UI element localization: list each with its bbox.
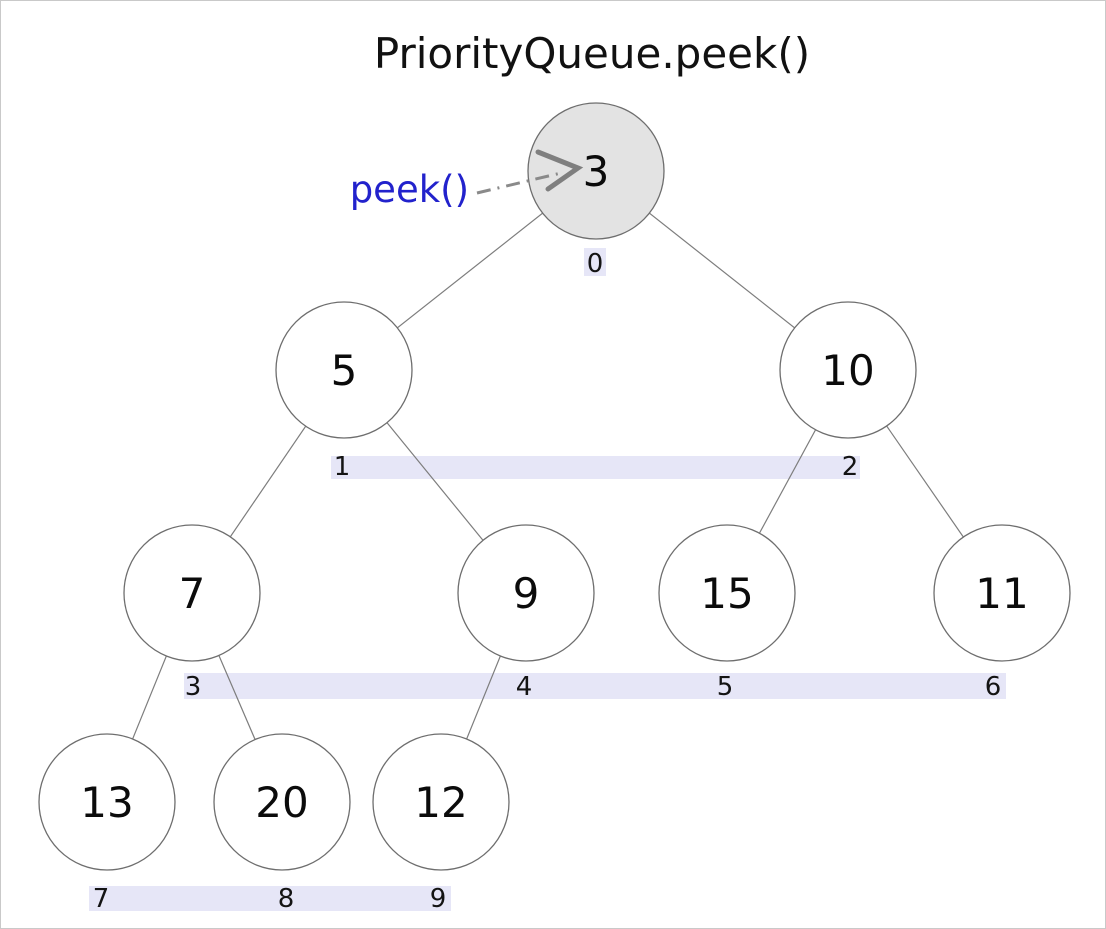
node-circle [658, 524, 796, 662]
node-circle [123, 524, 261, 662]
node-circle [372, 733, 510, 871]
index-label-7: 7 [93, 884, 110, 914]
peek-annotation: peek() [350, 149, 584, 211]
node-value: 3 [583, 147, 610, 196]
node-value: 11 [975, 569, 1028, 618]
node-circle [275, 301, 413, 439]
index-label-0: 0 [587, 249, 604, 279]
node-circle [779, 301, 917, 439]
node-circle [213, 733, 351, 871]
index-strip-level-3 [89, 886, 451, 911]
node-value: 13 [80, 778, 133, 827]
node-value: 10 [821, 346, 874, 395]
peek-annotation-label: peek() [350, 168, 469, 211]
tree-node: 20 [213, 733, 351, 871]
index-label-6: 6 [985, 672, 1002, 702]
index-strip-level-0 [584, 248, 606, 276]
index-label-3: 3 [185, 672, 202, 702]
index-label-5: 5 [717, 672, 734, 702]
node-circle [457, 524, 595, 662]
tree-node: 12 [372, 733, 510, 871]
page-title: PriorityQueue.peek() [374, 29, 810, 78]
tree-node-root: 3 [527, 102, 665, 240]
tree-node: 15 [658, 524, 796, 662]
tree-node: 11 [933, 524, 1071, 662]
node-value: 12 [414, 778, 467, 827]
node-value: 9 [513, 569, 540, 618]
node-circle [527, 102, 665, 240]
tree-node: 9 [457, 524, 595, 662]
peek-arrow-line [476, 171, 562, 195]
node-value: 15 [700, 569, 753, 618]
tree-node: 10 [779, 301, 917, 439]
node-value: 7 [179, 569, 206, 618]
node-value: 5 [331, 346, 358, 395]
index-label-9: 9 [430, 884, 447, 914]
index-label-1: 1 [334, 452, 351, 482]
peek-arrowhead-icon [535, 149, 584, 192]
index-strip-level-1 [331, 456, 860, 479]
tree-node: 7 [123, 524, 261, 662]
node-value: 20 [255, 778, 308, 827]
index-label-4: 4 [516, 672, 533, 702]
index-label-2: 2 [842, 452, 859, 482]
index-label-8: 8 [278, 884, 295, 914]
node-circle [38, 733, 176, 871]
tree-node: 5 [275, 301, 413, 439]
index-strip-level-2 [184, 673, 1006, 699]
tree-node: 13 [38, 733, 176, 871]
node-circle [933, 524, 1071, 662]
